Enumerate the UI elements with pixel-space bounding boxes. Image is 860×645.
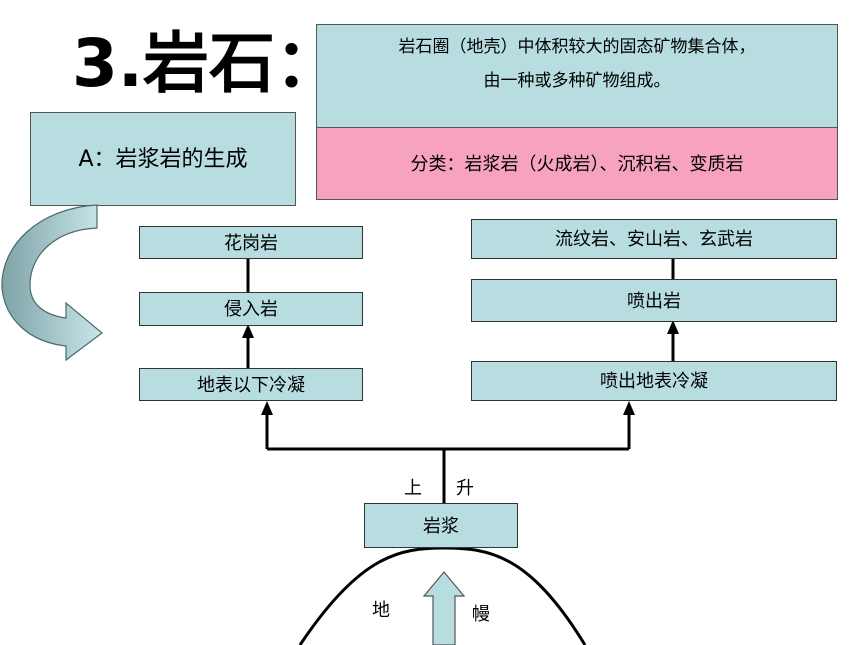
intrusive-rock-box: 侵入岩 <box>139 292 363 326</box>
slide-title: 3.岩石： <box>72 25 341 102</box>
classification-box: 分类：岩浆岩（火成岩）、沉积岩、变质岩 <box>316 127 838 200</box>
section-subtitle: A：岩浆岩的生成 <box>30 112 296 206</box>
surface-cooling-box: 喷出地表冷凝 <box>471 361 837 401</box>
subsurface-cooling-box: 地表以下冷凝 <box>139 368 363 401</box>
granite-box: 花岗岩 <box>139 226 363 259</box>
definition-line-2: 由一种或多种矿物组成。 <box>483 71 671 91</box>
extrusive-rock-box: 喷出岩 <box>471 279 837 322</box>
rise-label-left: 上 <box>404 478 422 499</box>
curved-arrow-icon <box>1 204 103 362</box>
definition-box: 岩石圈（地壳）中体积较大的固态矿物集合体， 由一种或多种矿物组成。 <box>316 24 838 128</box>
magma-box: 岩浆 <box>364 503 518 548</box>
rise-label-right: 升 <box>456 478 474 499</box>
extrusive-examples-box: 流纹岩、安山岩、玄武岩 <box>471 219 837 259</box>
mantle-label-left: 地 <box>372 600 390 621</box>
definition-line-1: 岩石圈（地壳）中体积较大的固态矿物集合体， <box>398 37 756 57</box>
mantle-label-right: 幔 <box>472 604 490 625</box>
